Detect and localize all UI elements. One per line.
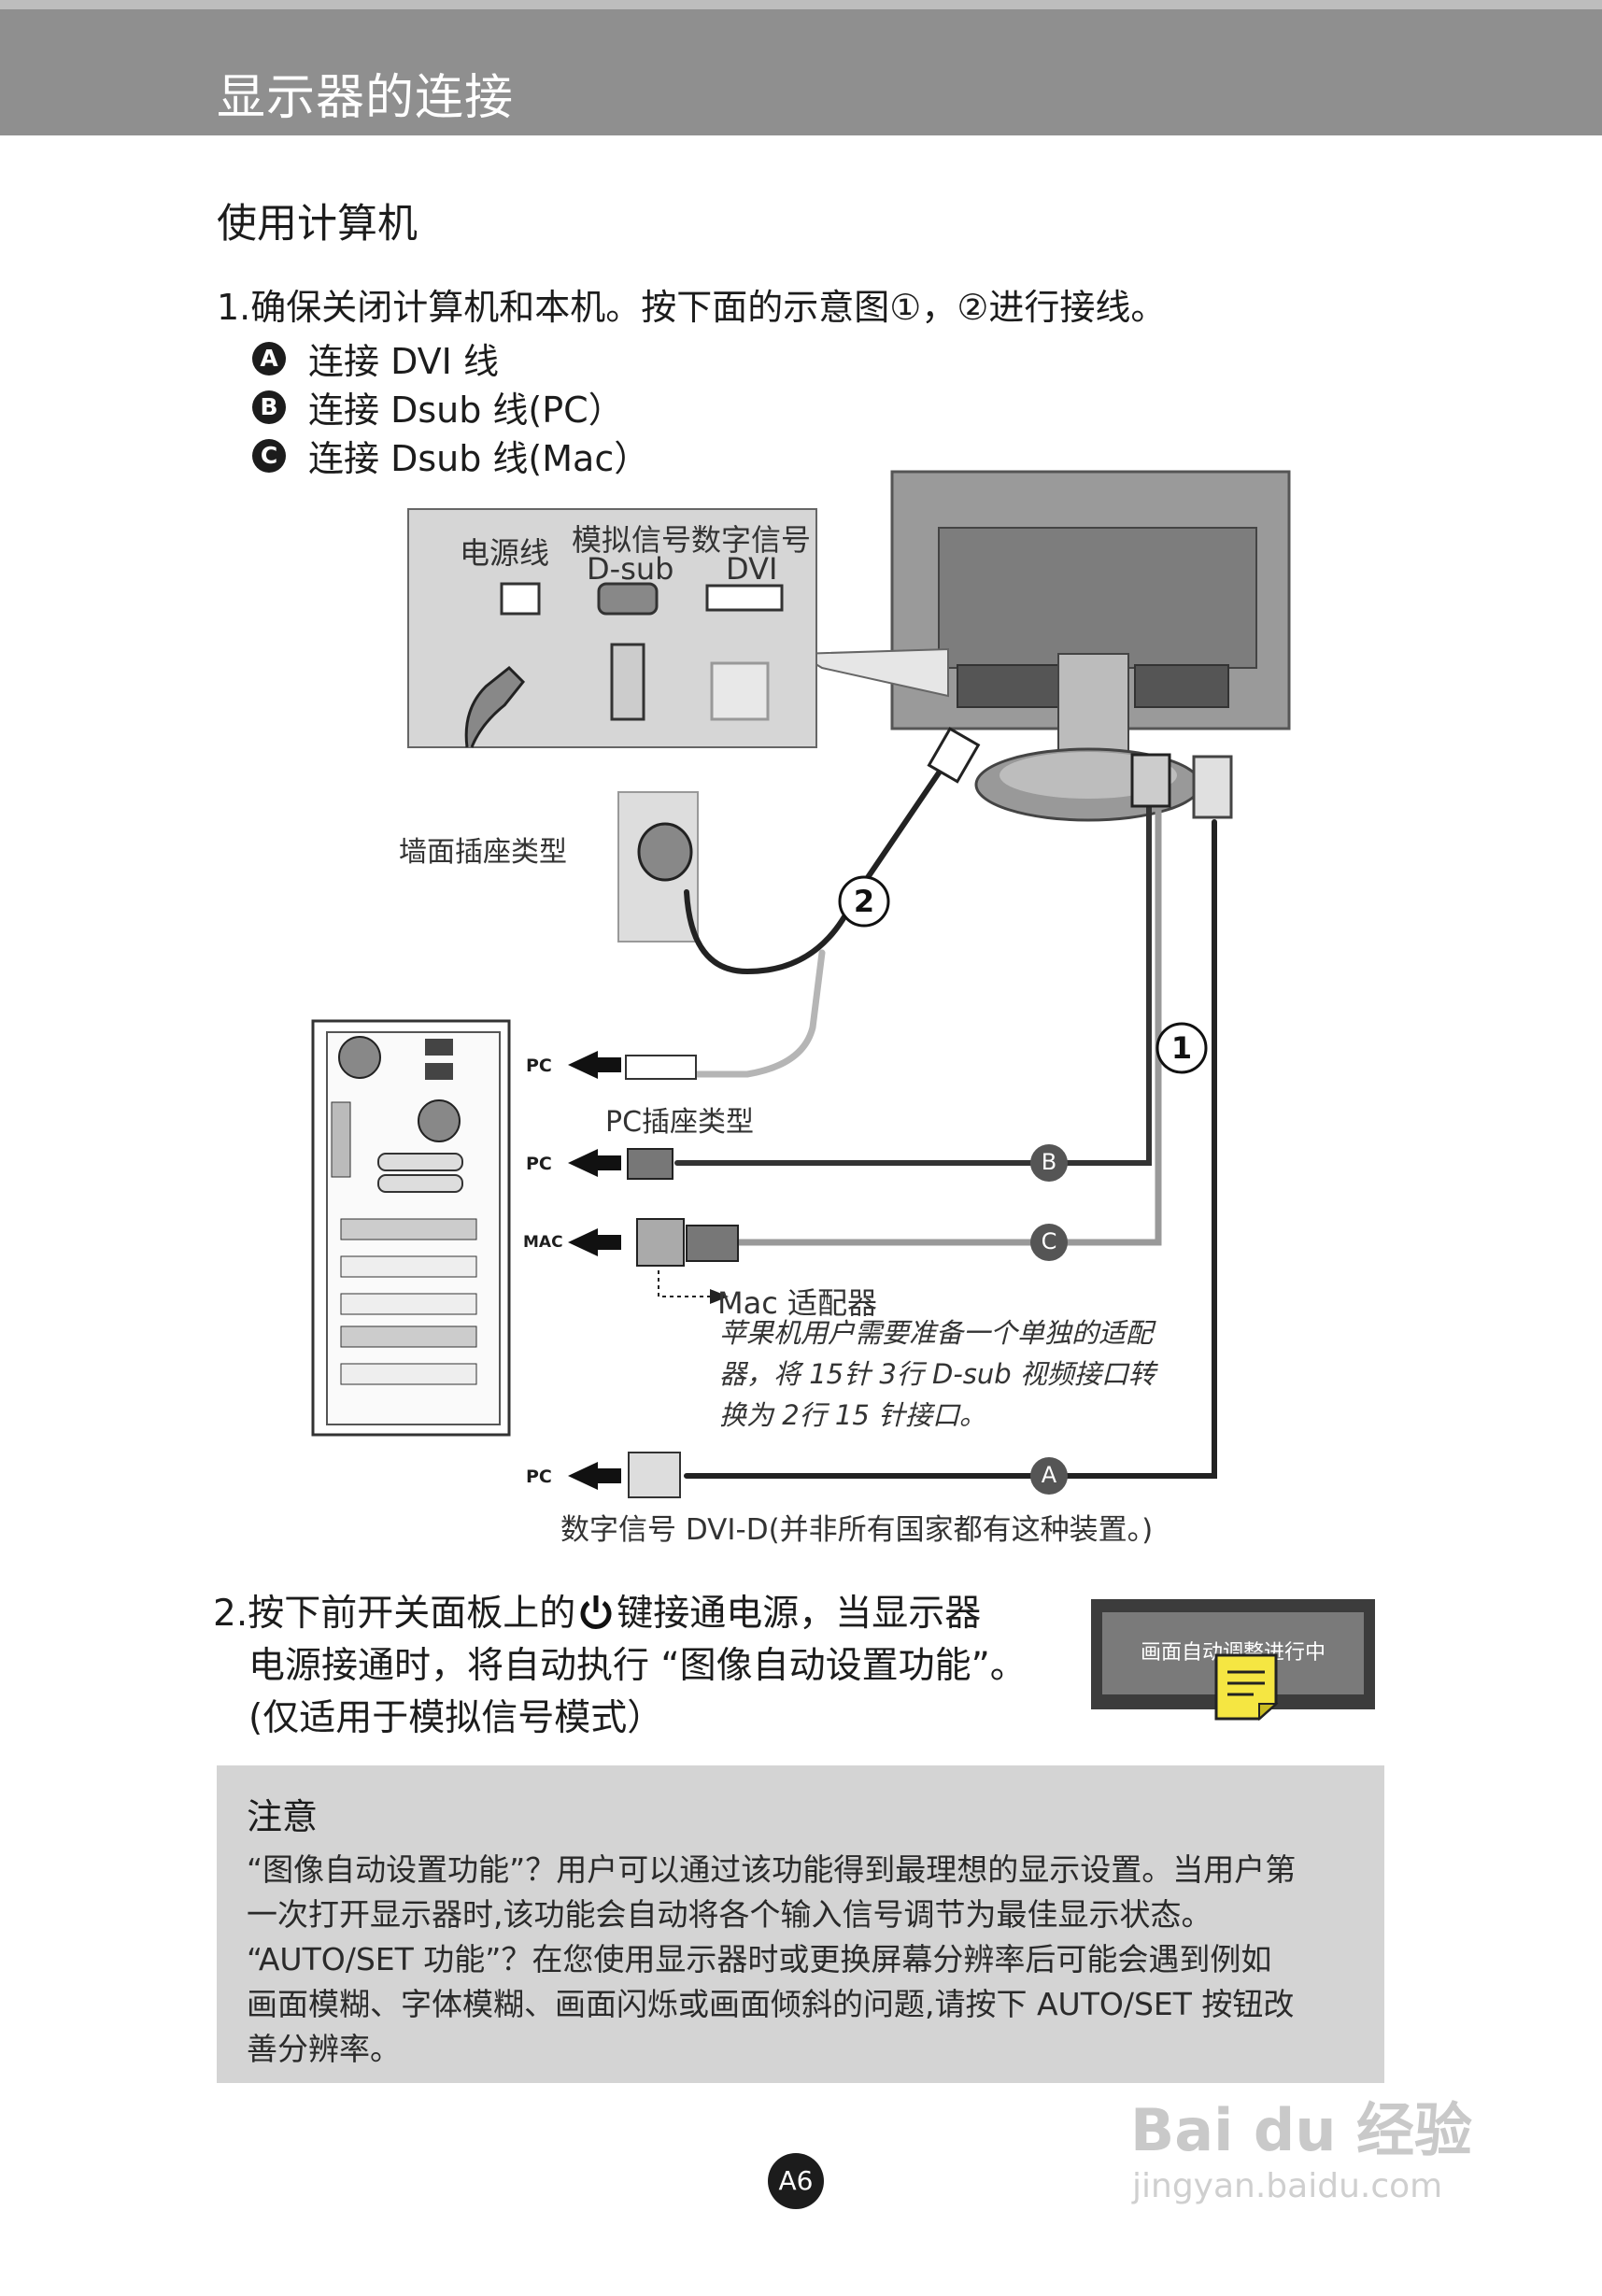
note-line: 善分辨率。: [247, 2031, 401, 2067]
note-line: “图像自动设置功能”？用户可以通过该功能得到最理想的显示设置。当用户第: [247, 1851, 1297, 1888]
port-inset-illustration: [407, 508, 949, 748]
bullet-b: B 连接 Dsub 线(PC）: [252, 381, 624, 432]
badge-c: C: [1041, 1228, 1057, 1254]
pc-label-3: PC: [526, 1467, 552, 1487]
step2-text: 2.按下前开关面板上的键接通电源，当显示器 电源接通时，将自动执行 “图像自动设…: [213, 1588, 1072, 1745]
bullet-c: C 连接 Dsub 线(Mac）: [252, 430, 649, 481]
note-title: 注意: [247, 1796, 319, 1837]
bullet-c-label: 连接 Dsub 线(Mac）: [308, 438, 650, 479]
port-digital-label: 数字信号: [691, 522, 812, 558]
step2-line2: 电源接通时，将自动执行 “图像自动设置功能”。: [248, 1645, 1027, 1687]
note-icon: [1214, 1653, 1279, 1722]
bullet-b-label: 连接 Dsub 线(PC）: [308, 390, 624, 431]
mac-note-line-2: 器，将 15针 3行 D-sub 视频接口转: [719, 1358, 1155, 1390]
mac-note-line-3: 换为 2行 15 针接口。: [719, 1399, 987, 1431]
note-box: 注意 “图像自动设置功能”？用户可以通过该功能得到最理想的显示设置。当用户第 一…: [217, 1765, 1384, 2083]
step2-line1: 2.按下前开关面板上的键接通电源，当显示器: [213, 1592, 982, 1635]
badge-a: A: [1041, 1462, 1057, 1488]
port-power-label: 电源线: [460, 535, 550, 571]
bullet-a-label: 连接 DVI 线: [308, 341, 499, 382]
port-analog-sub-label: D-sub: [587, 551, 674, 587]
pc-outlet-label: PC插座类型: [605, 1106, 755, 1139]
dvi-caption: 数字信号 DVI-D(并非所有国家都有这种装置。): [560, 1513, 1154, 1547]
badge-c-icon: C: [252, 438, 286, 473]
wall-outlet-illustration: [617, 791, 699, 942]
wall-outlet-label: 墙面插座类型: [399, 836, 567, 869]
mac-note-line-1: 苹果机用户需要准备一个单独的适配: [719, 1317, 1154, 1349]
note-line: 画面模糊、字体模糊、画面闪烁或画面倾斜的问题,请按下 AUTO/SET 按钮改: [247, 1986, 1295, 2022]
note-line: 一次打开显示器时,该功能会自动将各个输入信号调节为最佳显示状态。: [247, 1896, 1212, 1933]
bullet-a: A 连接 DVI 线: [252, 333, 499, 384]
header-bar: [0, 0, 1602, 135]
power-icon: [575, 1592, 617, 1633]
baidu-watermark: Bai du 经验: [1130, 2096, 1473, 2164]
pc-label-1: PC: [526, 1056, 552, 1076]
badge-b: B: [1041, 1149, 1057, 1175]
monitor-back-illustration: [890, 470, 1291, 822]
port-digital-sub-label: DVI: [726, 551, 778, 587]
badge-1: 1: [1170, 1030, 1193, 1066]
page-number: A6: [768, 2153, 824, 2209]
mac-label: MAC: [523, 1233, 563, 1252]
mac-adapter-label: Mac 适配器: [717, 1285, 877, 1321]
step1-text: 1.确保关闭计算机和本机。按下面的示意图①，②进行接线。: [217, 287, 1167, 328]
osd-illustration: 画面自动调整进行中: [1091, 1599, 1375, 1722]
baidu-watermark-url: jingyan.baidu.com: [1132, 2167, 1443, 2205]
port-analog-label: 模拟信号: [572, 522, 692, 558]
badge-a-icon: A: [252, 341, 286, 376]
step2-line3: (仅适用于模拟信号模式）: [248, 1697, 664, 1739]
badge-2: 2: [853, 884, 875, 919]
note-line: “AUTO/SET 功能”？在您使用显示器时或更换屏幕分辨率后可能会遇到例如: [247, 1941, 1272, 1977]
pc-tower-illustration: [311, 1019, 511, 1437]
badge-b-icon: B: [252, 390, 286, 424]
connection-diagram: [311, 470, 1291, 1498]
page-title: 显示器的连接: [217, 70, 515, 126]
pc-label-2: PC: [526, 1154, 552, 1174]
section-title: 使用计算机: [217, 201, 418, 248]
